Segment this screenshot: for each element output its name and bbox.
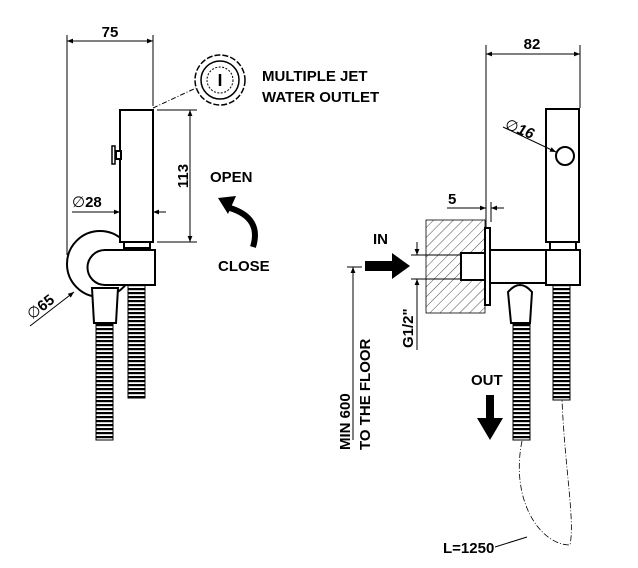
handshower-collar xyxy=(123,241,151,249)
dim-button-diameter-label: ∅16 xyxy=(503,116,538,143)
jet-label-line2: WATER OUTLET xyxy=(262,89,379,106)
dim-thread: G1/2" xyxy=(400,242,461,350)
handshower-button-side xyxy=(555,146,575,166)
handshower-body-side xyxy=(545,108,580,243)
hose-right xyxy=(127,284,146,399)
dim-plate-offset: 5 xyxy=(447,191,504,222)
rotation-arrow-icon xyxy=(228,205,258,248)
hose-nut xyxy=(90,287,120,324)
hose-dashed-path xyxy=(518,399,572,546)
hose-length-label: L=1250 xyxy=(443,540,494,557)
jet-label-line1: MULTIPLE JET xyxy=(262,68,368,85)
left-view: 75 MULTIPLE JET WATER OUTLET 113 xyxy=(24,24,379,441)
holder-block xyxy=(545,249,581,286)
close-label: CLOSE xyxy=(218,258,270,275)
dim-height: 113 xyxy=(157,109,197,243)
inlet-stem xyxy=(460,252,486,281)
hose-handshower xyxy=(552,284,571,401)
dim-width-right-label: 82 xyxy=(524,36,541,53)
dim-floor-height: MIN 600 TO THE FLOOR xyxy=(337,266,374,450)
dim-body-diameter-label: ∅28 xyxy=(72,194,102,211)
open-label: OPEN xyxy=(210,169,253,186)
dim-width-left: 75 xyxy=(66,24,154,255)
handshower-button xyxy=(115,150,122,160)
floor-label-line1: MIN 600 xyxy=(337,393,354,450)
outlet-indicator: OUT xyxy=(471,372,503,440)
handshower-body xyxy=(119,109,154,243)
floor-label-line2: TO THE FLOOR xyxy=(357,338,374,450)
dim-body-diameter: ∅28 xyxy=(72,194,166,215)
open-close-indicator: OPEN CLOSE xyxy=(210,169,270,275)
arrow-down-icon xyxy=(477,395,503,440)
outlet-pipe xyxy=(489,249,547,284)
dim-height-label: 113 xyxy=(175,164,192,188)
hose-left xyxy=(95,322,114,441)
dim-width-label: 75 xyxy=(102,24,119,41)
hose-out xyxy=(512,322,531,441)
dim-button-diameter: ∅16 xyxy=(503,116,557,153)
dim-width-right: 82 xyxy=(485,36,581,228)
arrow-right-icon xyxy=(365,253,410,279)
in-label: IN xyxy=(373,231,388,248)
inlet-indicator: IN xyxy=(365,231,410,279)
right-view: 82 ∅16 5 IN G1/2" xyxy=(337,36,581,557)
hose-nut-right xyxy=(506,284,534,324)
dim-plate-diameter-label: ∅65 xyxy=(24,291,58,323)
out-label: OUT xyxy=(471,372,503,389)
hose-length: L=1250 xyxy=(443,399,572,557)
handshower-holder xyxy=(86,249,156,286)
dim-plate-offset-label: 5 xyxy=(448,191,456,208)
jet-outlet-detail: MULTIPLE JET WATER OUTLET xyxy=(152,54,379,109)
thread-label: G1/2" xyxy=(400,308,417,348)
dim-plate-diameter: ∅65 xyxy=(24,291,75,327)
